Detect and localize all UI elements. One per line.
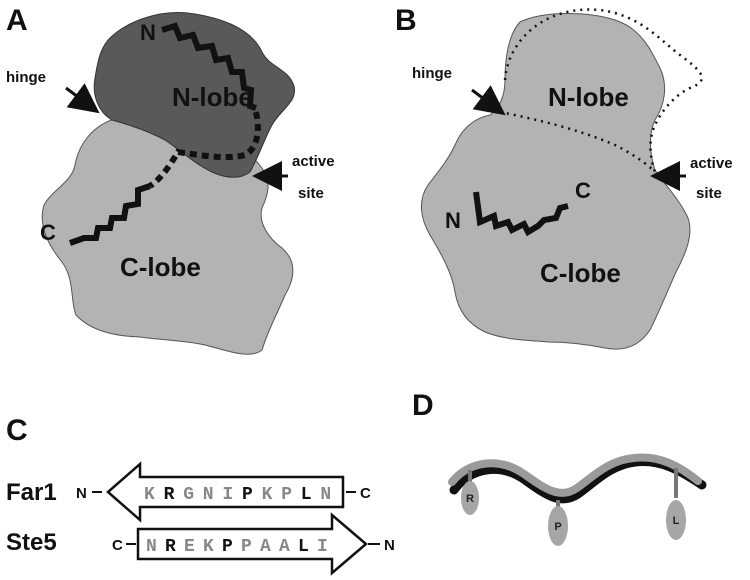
panel-a-letter: A xyxy=(6,4,28,37)
far1-residue-3: N xyxy=(203,485,214,505)
ste5-residue-5: P xyxy=(241,537,252,557)
ste5-residue-4: P xyxy=(222,537,233,557)
ste5-residue-2: E xyxy=(184,537,195,557)
ste5-residue-0: N xyxy=(146,537,157,557)
residue-r-label: R xyxy=(466,493,474,505)
panel-a-c-terminus: C xyxy=(40,220,56,245)
panel-b-hinge-label: hinge xyxy=(412,65,452,82)
panel-b-dotted-hinge-line xyxy=(499,110,656,173)
panel-a: A N-lobe C-lobe N C hinge active site xyxy=(6,4,335,355)
far1-residue-8: L xyxy=(301,485,312,505)
panel-d-letter: D xyxy=(412,389,434,422)
residue-p: P xyxy=(548,500,568,546)
residue-p-label: P xyxy=(554,521,561,533)
panel-a-n-terminus: N xyxy=(140,20,156,45)
far1-residue-7: P xyxy=(281,485,292,505)
far1-left-end: N xyxy=(76,485,87,502)
panel-b-letter: B xyxy=(395,4,417,37)
residue-l-label: L xyxy=(673,515,680,527)
ste5-residue-7: A xyxy=(279,537,290,557)
panel-d: D R P L xyxy=(412,389,707,546)
panel-a-peptide-n-segment xyxy=(161,22,257,111)
ste5-right-end: N xyxy=(384,537,395,554)
panel-b-hinge-arrow xyxy=(471,85,506,116)
panel-b-peptide xyxy=(473,191,569,237)
far1-residue-4: I xyxy=(222,485,233,505)
ste5-left-end: C xyxy=(112,537,123,554)
panel-b-active-label-1: active xyxy=(690,155,733,172)
ste5-residue-1: R xyxy=(165,537,176,557)
panel-b: B N-lobe C-lobe N C hinge active site xyxy=(395,4,733,350)
ste5-label: Ste5 xyxy=(6,529,57,556)
panel-a-hinge-arrow xyxy=(65,83,100,114)
far1-residue-2: G xyxy=(183,485,194,505)
panel-a-active-label-1: active xyxy=(292,153,335,170)
panel-a-n-lobe-label: N-lobe xyxy=(172,82,253,112)
far1-label: Far1 xyxy=(6,479,57,506)
panel-d-ribbon xyxy=(448,453,702,497)
far1-residue-6: K xyxy=(262,485,273,505)
panel-a-active-label-2: site xyxy=(298,185,324,202)
ste5-residue-3: K xyxy=(203,537,214,557)
far1-arrow xyxy=(106,461,345,523)
far1-right-end: C xyxy=(360,485,371,502)
panel-a-hinge-label: hinge xyxy=(6,69,46,86)
panel-a-peptide-c-segment xyxy=(68,183,151,246)
ste5-residue-6: A xyxy=(260,537,271,557)
panel-b-c-lobe-label: C-lobe xyxy=(540,258,621,288)
panel-b-c-terminus: C xyxy=(575,178,591,203)
far1-residue-5: P xyxy=(242,485,253,505)
panel-b-n-terminus: N xyxy=(445,208,461,233)
panel-a-peptide-dotted-segment xyxy=(148,111,261,189)
panel-a-c-lobe-label: C-lobe xyxy=(120,252,201,282)
far1-residue-1: R xyxy=(164,485,175,505)
panel-b-dotted-outline xyxy=(503,8,703,173)
far1-residue-0: K xyxy=(144,485,155,505)
panel-b-active-label-2: site xyxy=(696,185,722,202)
ste5-residue-9: I xyxy=(317,537,328,557)
residue-l: L xyxy=(666,468,686,540)
ste5-residue-8: L xyxy=(298,537,309,557)
ste5-arrow xyxy=(136,512,368,576)
panel-b-lobe-shape xyxy=(421,13,691,350)
far1-residue-9: N xyxy=(320,485,331,505)
panel-b-n-lobe-label: N-lobe xyxy=(548,82,629,112)
residue-r: R xyxy=(461,470,479,515)
panel-c-letter: C xyxy=(6,414,28,447)
